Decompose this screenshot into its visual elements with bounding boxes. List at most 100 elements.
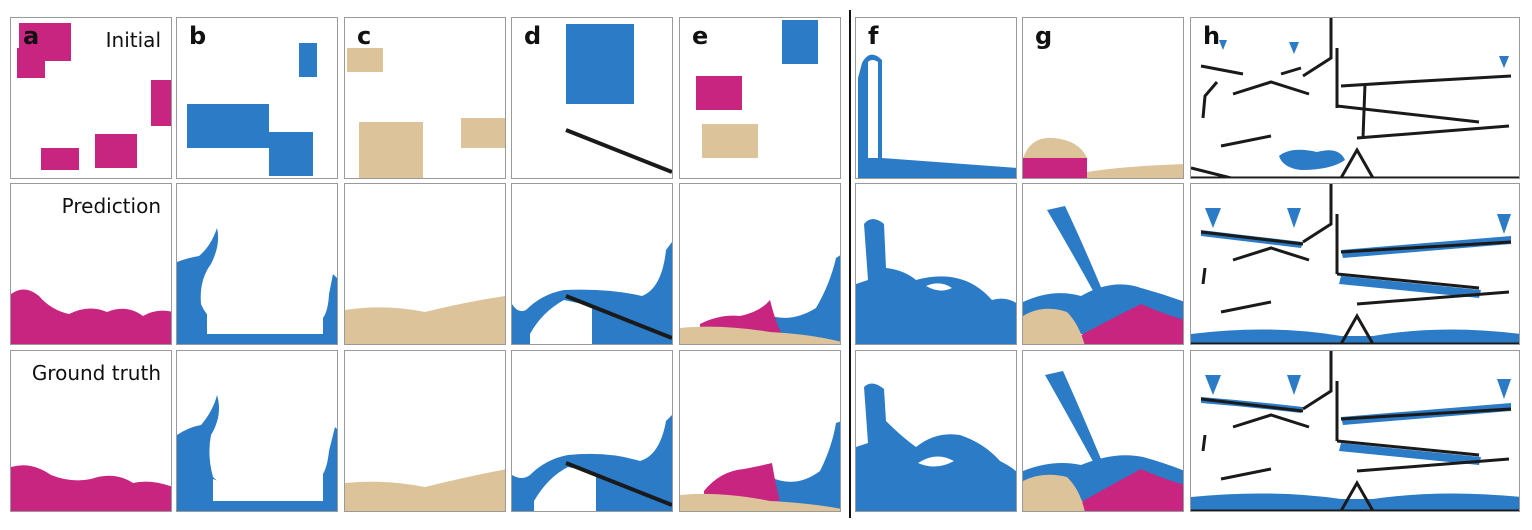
water-floor (1191, 329, 1519, 344)
water-drop (1205, 208, 1221, 228)
group-divider (849, 10, 851, 518)
panel-letter-g: g (1035, 22, 1053, 50)
row-label-initial: Initial (105, 28, 161, 52)
panel-letter-e: e (692, 22, 709, 50)
water-block (187, 104, 269, 148)
sand-pile (1023, 137, 1087, 158)
goop-wave (11, 465, 171, 511)
goop-layer (1066, 304, 1183, 344)
goop-block (17, 48, 45, 78)
obstacle-ramp (565, 294, 672, 340)
panel-f-initial-drawing (858, 54, 1016, 178)
panel-c-ground-truth-drawing (345, 469, 505, 511)
water-wave-hollow (207, 296, 323, 344)
panel-a-ground-truth-drawing (11, 465, 171, 511)
row-label-ground-truth: Ground truth (31, 361, 161, 385)
panel-f-ground-truth (855, 350, 1017, 512)
water-drop (1289, 42, 1299, 54)
sand-pile (1087, 164, 1183, 178)
panel-b-ground-truth-drawing (177, 395, 337, 511)
panel-b-initial-drawing (187, 43, 317, 176)
panel-g-ground-truth-drawing (1023, 371, 1183, 511)
sand-layer (680, 326, 840, 344)
panel-f-prediction (855, 183, 1017, 345)
panel-g-initial-drawing (1023, 137, 1183, 178)
panel-b-initial: b (176, 17, 338, 179)
panel-d-initial-drawing (565, 24, 672, 174)
water-drop (1219, 40, 1227, 50)
panel-f-ground-truth-drawing (856, 383, 1016, 511)
panel-g-initial: g (1022, 17, 1184, 179)
panel-f-initial: f (855, 17, 1017, 179)
water-wave-hollow (530, 300, 592, 344)
panel-c-initial-drawing (347, 48, 505, 178)
water-wave (768, 421, 840, 511)
water-film (1339, 276, 1481, 298)
obstacle-ramp (565, 128, 672, 174)
water-column-notch (868, 60, 878, 158)
goop-wave (11, 289, 171, 344)
panel-h-prediction-drawing (1191, 184, 1519, 344)
panel-a-initial: a Initial (10, 17, 172, 179)
panel-e-ground-truth-drawing (680, 421, 840, 511)
water-floor (1191, 493, 1519, 511)
panel-c-initial: c (344, 17, 506, 179)
panel-e-initial: e (679, 17, 841, 179)
sand-block (347, 48, 383, 72)
water-film (1339, 443, 1481, 465)
panel-a-prediction: Prediction (10, 183, 172, 345)
panel-d-ground-truth (511, 350, 673, 512)
water-column (858, 54, 1016, 178)
panel-letter-d: d (524, 22, 542, 50)
panel-letter-f: f (868, 22, 879, 50)
water-wave-hollow (534, 467, 596, 511)
sand-layer (1023, 474, 1085, 511)
water-drop (1497, 214, 1511, 234)
sand-layer (345, 296, 505, 344)
water-block (566, 24, 634, 104)
panel-f-prediction-drawing (856, 219, 1016, 344)
panel-a-ground-truth: Ground truth (10, 350, 172, 512)
panel-d-prediction (511, 183, 673, 345)
panel-g-ground-truth (1022, 350, 1184, 512)
water-jet (1047, 206, 1103, 298)
panel-c-ground-truth (344, 350, 506, 512)
water-block (782, 20, 818, 64)
panel-e-initial-drawing (696, 20, 818, 158)
panel-e-prediction (679, 183, 841, 345)
panel-d-initial: d (511, 17, 673, 179)
panel-letter-c: c (357, 22, 372, 50)
obstacle-ramp (565, 461, 672, 507)
goop-layer (1066, 469, 1183, 511)
panel-c-prediction-drawing (345, 296, 505, 344)
water-wave-hollow (213, 459, 323, 511)
goop-pile (700, 300, 782, 334)
goop-layer (1023, 158, 1087, 178)
panel-h-ground-truth (1190, 350, 1520, 512)
goop-block (696, 76, 742, 110)
sand-block (461, 118, 505, 148)
goop-block (95, 134, 137, 168)
panel-h-ground-truth-drawing (1191, 351, 1519, 511)
water-column (856, 219, 1016, 344)
sand-layer (1023, 308, 1085, 344)
sand-block (359, 122, 423, 178)
panel-d-prediction-drawing (512, 242, 672, 344)
water-drop (1497, 379, 1511, 399)
water-drop (1499, 56, 1509, 68)
panel-b-ground-truth (176, 350, 338, 512)
panel-letter-a: a (23, 22, 40, 50)
water-drop (1287, 208, 1301, 228)
panel-b-prediction (176, 183, 338, 345)
panel-a-initial-drawing (17, 23, 171, 170)
panel-c-prediction (344, 183, 506, 345)
panel-h-initial: h (1190, 17, 1520, 179)
water-blob (1279, 149, 1345, 170)
panel-g-prediction-drawing (1023, 206, 1183, 344)
goop-pile (704, 463, 780, 501)
panel-letter-b: b (189, 22, 207, 50)
sand-layer (345, 469, 505, 511)
panel-letter-h: h (1203, 22, 1221, 50)
panel-e-ground-truth (679, 350, 841, 512)
goop-block (41, 148, 79, 170)
